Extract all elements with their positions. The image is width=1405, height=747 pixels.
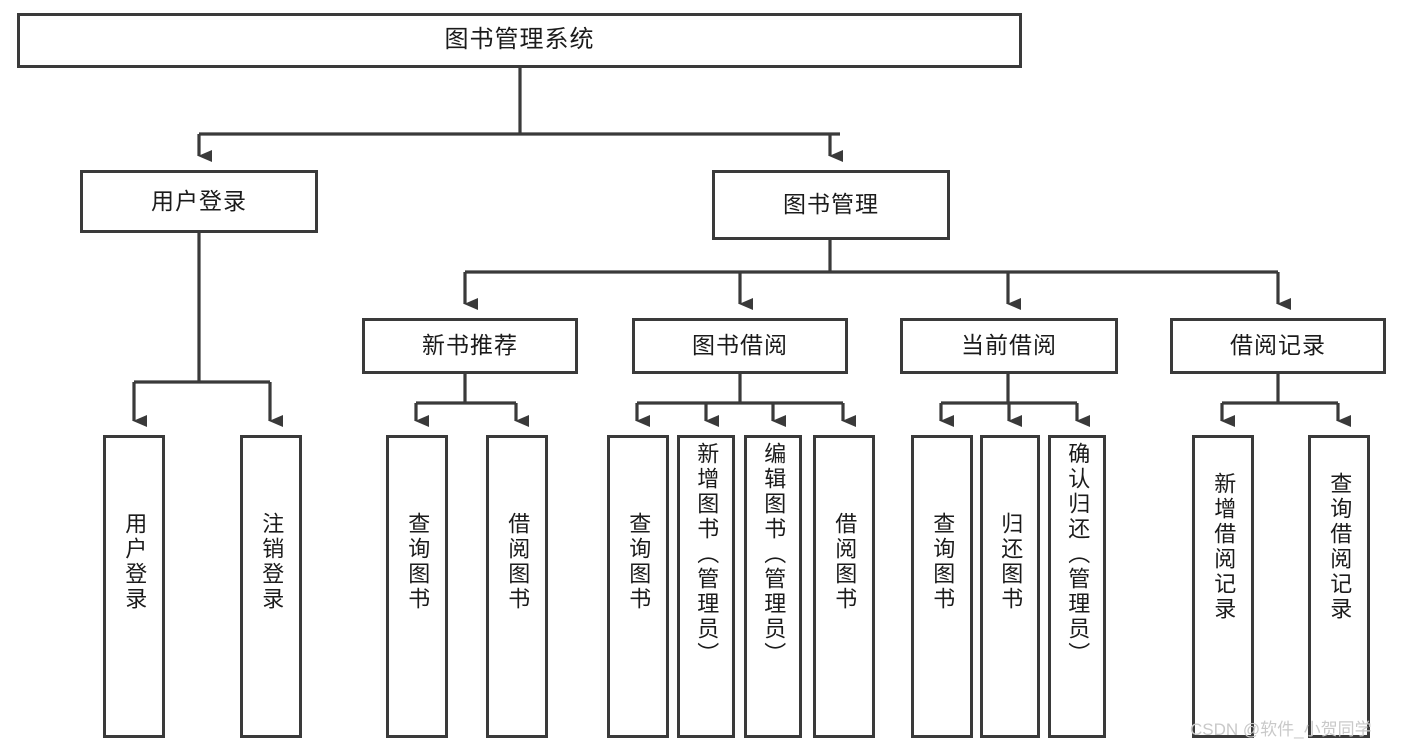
node-leaf-add-record-label: 新增借阅记录 <box>1211 472 1237 622</box>
node-leaf-add-book-label: 新增图书（管理员） <box>694 442 720 667</box>
node-new-book-recommend[interactable]: 新书推荐 <box>362 318 578 374</box>
node-user-login[interactable]: 用户登录 <box>80 170 318 233</box>
node-root-label: 图书管理系统 <box>444 26 595 54</box>
node-leaf-confirm-return-label: 确认归还（管理员） <box>1065 442 1091 667</box>
node-leaf-logout-login-label: 注销登录 <box>259 512 285 612</box>
node-leaf-return-book-label: 归还图书 <box>998 512 1024 612</box>
node-leaf-edit-book-label: 编辑图书（管理员） <box>761 442 787 667</box>
node-leaf-borrow-book-1-label: 借阅图书 <box>505 512 531 612</box>
node-leaf-user-login[interactable]: 用户登录 <box>103 435 165 738</box>
node-book-borrow[interactable]: 图书借阅 <box>632 318 848 374</box>
node-leaf-query-book-1-label: 查询图书 <box>405 512 431 612</box>
node-leaf-add-record[interactable]: 新增借阅记录 <box>1192 435 1254 738</box>
node-book-manage-label: 图书管理 <box>783 191 879 218</box>
node-leaf-borrow-book-1[interactable]: 借阅图书 <box>486 435 548 738</box>
node-leaf-query-book-3-label: 查询图书 <box>930 512 956 612</box>
node-leaf-logout-login[interactable]: 注销登录 <box>240 435 302 738</box>
node-leaf-add-book[interactable]: 新增图书（管理员） <box>677 435 735 738</box>
node-leaf-borrow-book-2[interactable]: 借阅图书 <box>813 435 875 738</box>
node-book-borrow-label: 图书借阅 <box>692 332 788 359</box>
node-leaf-user-login-label: 用户登录 <box>122 512 148 612</box>
node-leaf-query-book-1[interactable]: 查询图书 <box>386 435 448 738</box>
node-new-book-recommend-label: 新书推荐 <box>422 332 518 359</box>
node-leaf-query-record[interactable]: 查询借阅记录 <box>1308 435 1370 738</box>
node-leaf-query-record-label: 查询借阅记录 <box>1327 472 1353 622</box>
node-book-manage[interactable]: 图书管理 <box>712 170 950 240</box>
node-user-login-label: 用户登录 <box>151 187 247 214</box>
node-leaf-query-book-3[interactable]: 查询图书 <box>911 435 973 738</box>
node-leaf-return-book[interactable]: 归还图书 <box>980 435 1040 738</box>
node-root[interactable]: 图书管理系统 <box>17 13 1022 68</box>
node-leaf-edit-book[interactable]: 编辑图书（管理员） <box>744 435 802 738</box>
csdn-watermark: CSDN @软件_小贺同学 <box>1190 720 1372 739</box>
node-leaf-query-book-2[interactable]: 查询图书 <box>607 435 669 738</box>
node-leaf-borrow-book-2-label: 借阅图书 <box>832 512 858 612</box>
node-current-borrow-label: 当前借阅 <box>961 332 1057 359</box>
node-leaf-confirm-return[interactable]: 确认归还（管理员） <box>1048 435 1106 738</box>
node-current-borrow[interactable]: 当前借阅 <box>900 318 1118 374</box>
node-borrow-record[interactable]: 借阅记录 <box>1170 318 1386 374</box>
node-leaf-query-book-2-label: 查询图书 <box>626 512 652 612</box>
node-borrow-record-label: 借阅记录 <box>1230 332 1326 359</box>
